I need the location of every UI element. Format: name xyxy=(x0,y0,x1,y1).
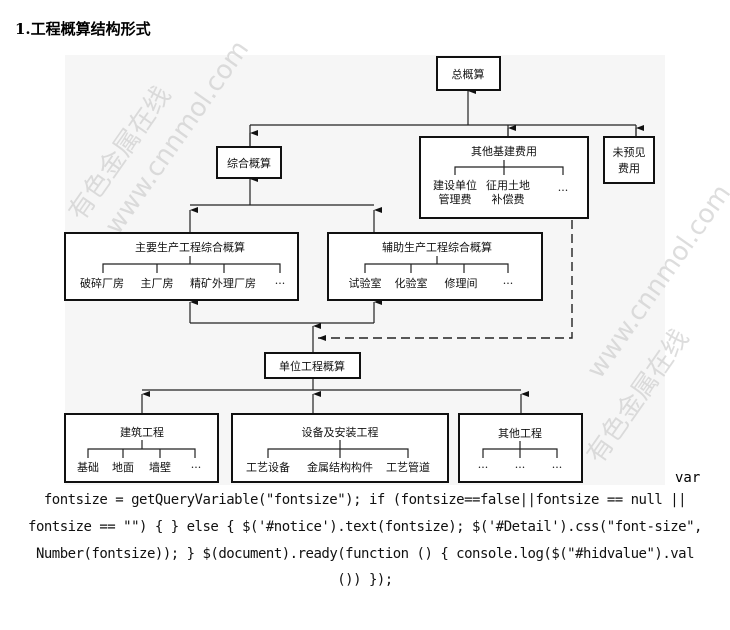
node-unit-estimate: 单位工程概算 xyxy=(264,352,361,379)
svg-text:主要生产工程综合概算: 主要生产工程综合概算 xyxy=(135,240,245,254)
svg-text:···: ··· xyxy=(503,277,514,290)
svg-text:工艺设备: 工艺设备 xyxy=(246,460,290,474)
node-main-production: 主要生产工程综合概算 破碎厂房 主厂房 精矿外理厂房 ··· xyxy=(64,232,299,301)
node-aux-production: 辅助生产工程综合概算 试验室 化验室 修理间 ··· xyxy=(327,232,543,301)
svg-text:修理间: 修理间 xyxy=(445,276,478,290)
code-line-4: ()) }); xyxy=(337,572,393,588)
svg-text:建筑工程: 建筑工程 xyxy=(120,425,164,439)
svg-text:补偿费: 补偿费 xyxy=(492,192,525,206)
svg-text:建设单位: 建设单位 xyxy=(433,178,477,192)
svg-text:工艺管道: 工艺管道 xyxy=(386,460,430,474)
code-line-2: fontsize == "") { } else { $('#notice').… xyxy=(28,519,702,535)
svg-text:化验室: 化验室 xyxy=(395,276,428,290)
svg-text:金属结构构件: 金属结构构件 xyxy=(307,460,373,474)
svg-text:管理费: 管理费 xyxy=(439,192,472,206)
svg-text:···: ··· xyxy=(515,461,526,474)
section-title: 1.工程概算结构形式 xyxy=(15,20,151,38)
node-building: 建筑工程 基础 地面 墙壁 ··· xyxy=(64,413,219,483)
svg-text:设备及安装工程: 设备及安装工程 xyxy=(302,425,379,439)
svg-text:基础: 基础 xyxy=(77,461,99,474)
cost-structure-diagram: 有色金属在线 www.cnnmol.com 有色金属在线 www.cnnmol.… xyxy=(63,35,730,485)
svg-text:其他工程: 其他工程 xyxy=(498,427,542,440)
svg-text:综合概算: 综合概算 xyxy=(227,156,271,170)
svg-text:···: ··· xyxy=(478,461,489,474)
svg-text:费用: 费用 xyxy=(618,162,640,175)
node-other-engineering: 其他工程 ··· ··· ··· xyxy=(458,413,583,483)
node-unforeseen-costs: 未预见 费用 xyxy=(603,136,655,184)
svg-text:精矿外理厂房: 精矿外理厂房 xyxy=(190,277,256,290)
svg-text:单位工程概算: 单位工程概算 xyxy=(279,359,345,373)
svg-text:破碎厂房: 破碎厂房 xyxy=(80,276,124,290)
svg-text:···: ··· xyxy=(191,461,202,474)
svg-text:其他基建费用: 其他基建费用 xyxy=(471,144,537,158)
svg-text:···: ··· xyxy=(275,277,286,290)
code-line-1: fontsize = getQueryVariable("fontsize");… xyxy=(43,492,687,508)
code-line-3: Number(fontsize)); } $(document).ready(f… xyxy=(35,546,695,562)
node-combined-estimate: 综合概算 xyxy=(216,146,282,179)
code-text-start: var xyxy=(675,470,701,486)
svg-text:···: ··· xyxy=(558,184,569,197)
svg-text:未预见: 未预见 xyxy=(613,146,646,159)
node-other-capital-costs: 其他基建费用 建设单位 管理费 征用土地 补偿费 ··· xyxy=(419,136,589,219)
svg-text:总概算: 总概算 xyxy=(452,67,485,81)
svg-text:辅助生产工程综合概算: 辅助生产工程综合概算 xyxy=(382,240,492,254)
node-total-estimate: 总概算 xyxy=(436,56,501,91)
svg-text:地面: 地面 xyxy=(112,461,134,474)
node-equipment-installation: 设备及安装工程 工艺设备 金属结构构件 工艺管道 xyxy=(231,413,449,483)
svg-text:试验室: 试验室 xyxy=(349,276,382,290)
svg-text:征用土地: 征用土地 xyxy=(486,179,530,192)
svg-text:主厂房: 主厂房 xyxy=(141,277,174,290)
svg-text:墙壁: 墙壁 xyxy=(149,460,171,474)
svg-text:···: ··· xyxy=(552,461,563,474)
